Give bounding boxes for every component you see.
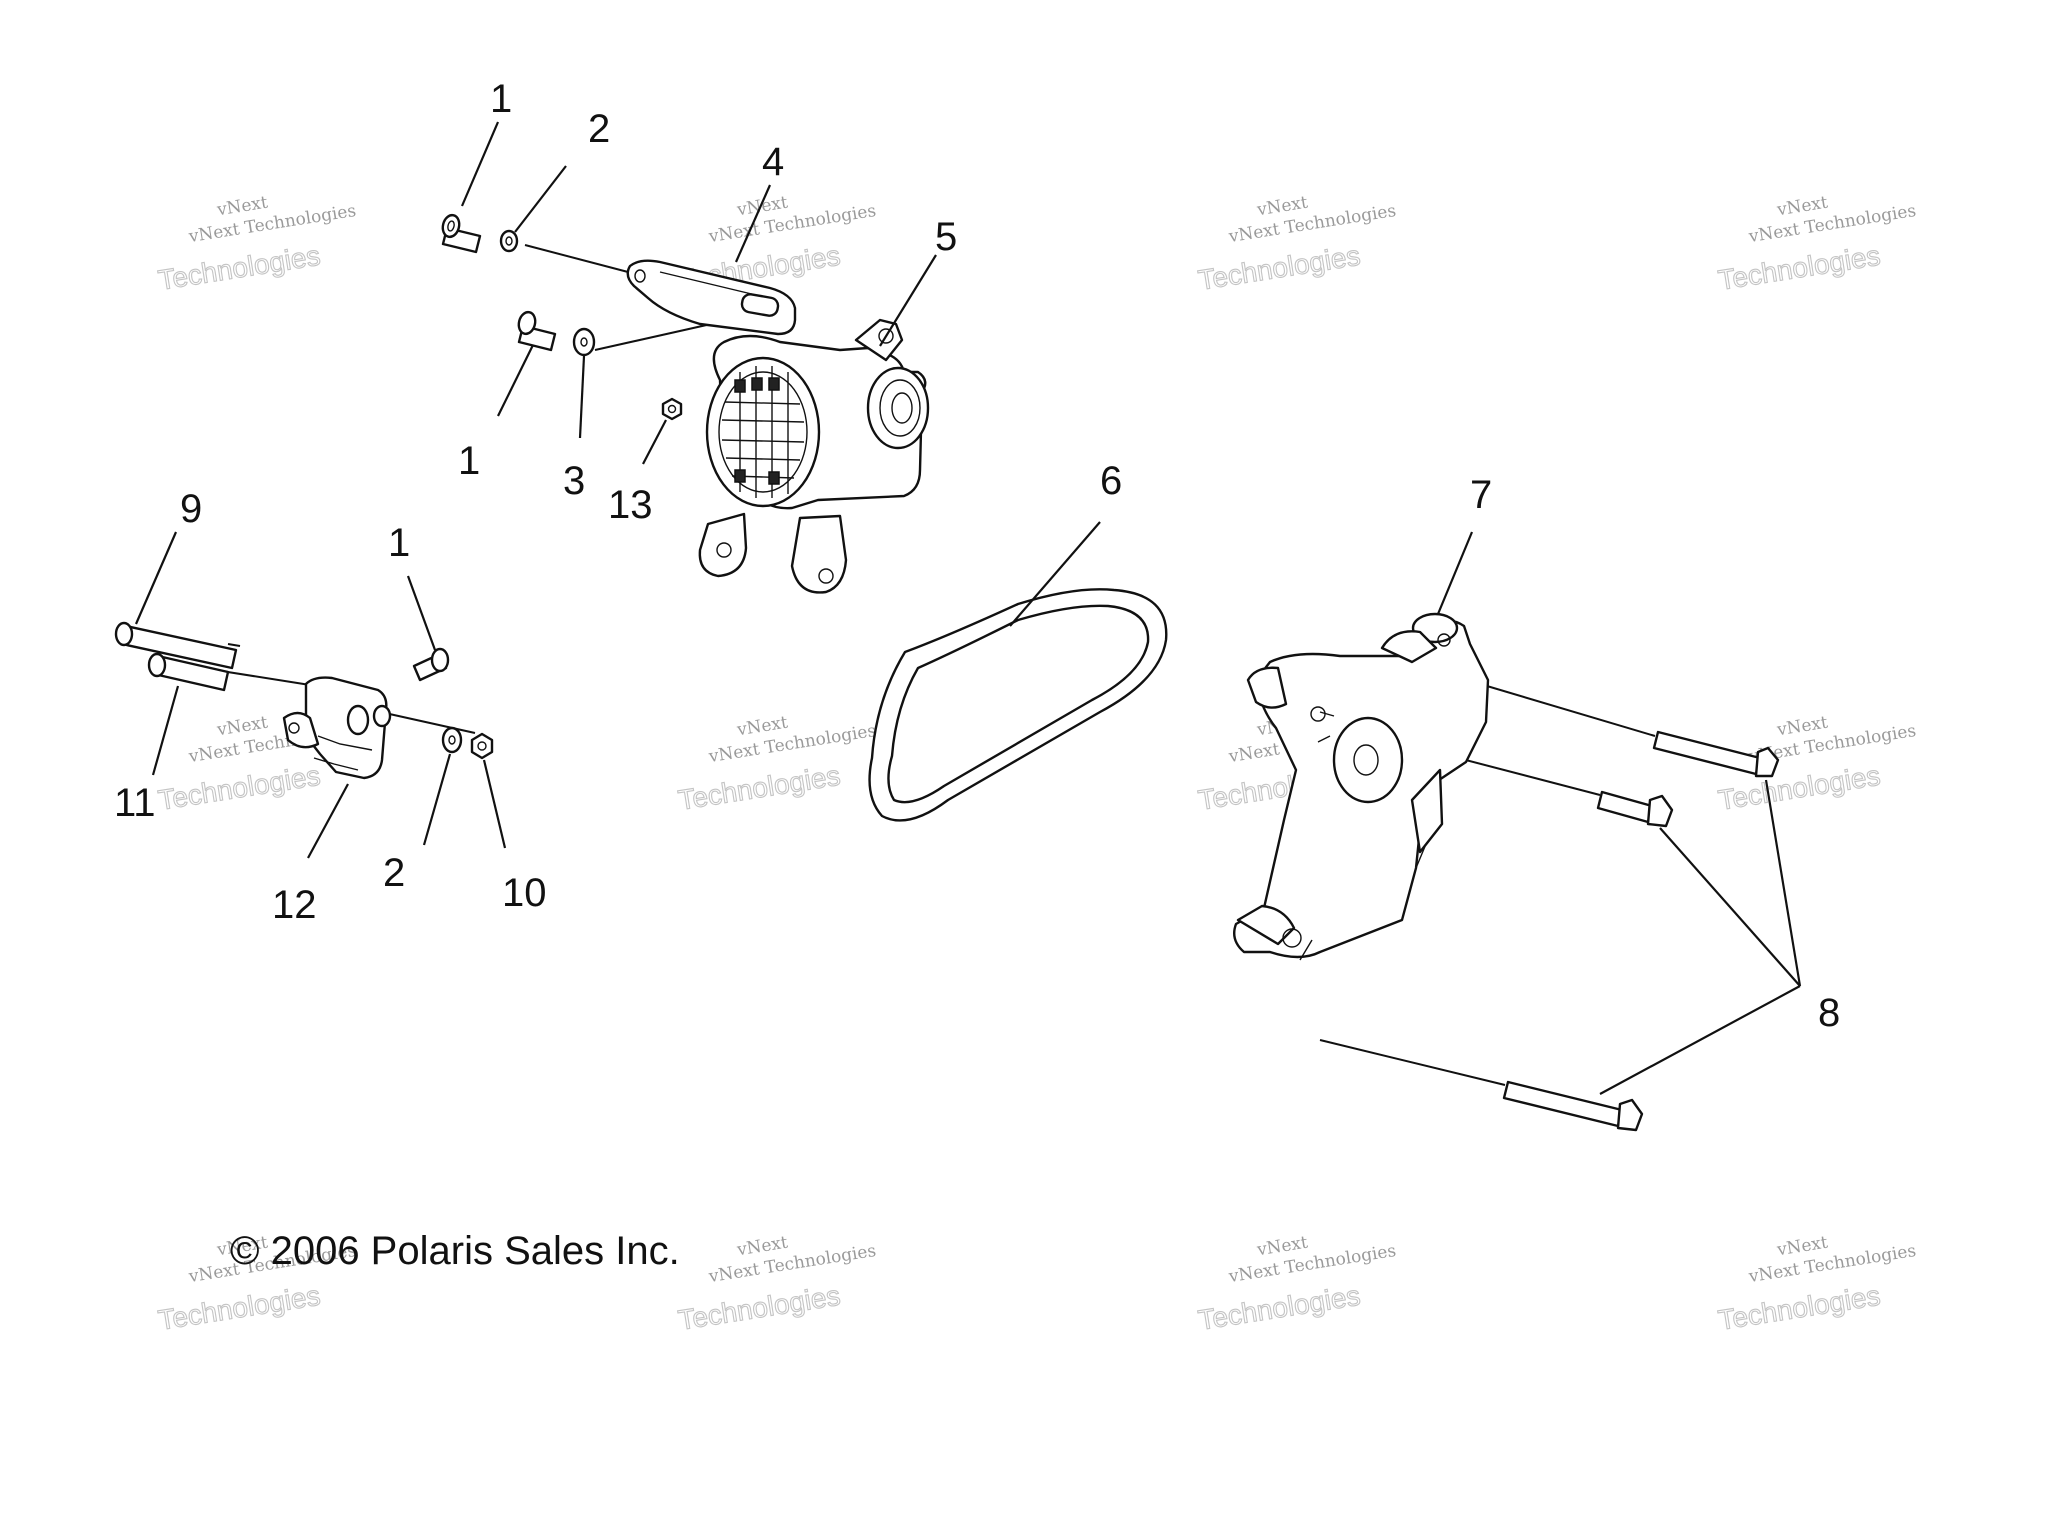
callout-4: 4 [762,140,784,184]
nut-13 [661,397,683,421]
washer-2-lower [441,726,463,754]
alternator-5 [698,318,930,594]
svg-text:vNext Technologies: vNext Technologies [707,201,878,247]
adjuster-bracket-4 [626,259,797,336]
tensioner-12 [282,676,392,780]
leader-lines [134,121,1802,1095]
svg-text:Technologies: Technologies [1716,1280,1882,1336]
watermark: Technologies [1716,1279,1883,1336]
watermark: Technologies [1716,239,1883,296]
watermark: Technologies [156,1279,323,1336]
watermark: Technologies [676,759,843,816]
svg-text:Technologies: Technologies [156,1280,322,1336]
svg-text:vNext Technologies: vNext Technologies [707,1241,878,1287]
callout-6: 6 [1100,459,1122,503]
callout-1-top: 1 [490,77,512,121]
callout-3: 3 [563,459,585,503]
watermark: Technologies [156,239,323,296]
mount-bracket-7 [1233,612,1490,961]
watermarks: vNext vNext Technologies Technologies vN… [156,193,1918,1337]
watermark: vNext vNext Technologies [1227,193,1398,248]
svg-text:vNext Technologies: vNext Technologies [187,201,358,247]
callout-9: 9 [180,487,202,531]
watermark: Technologies [156,759,323,816]
washer-3 [572,327,596,357]
watermark: Technologies [1196,1279,1363,1336]
callout-10: 10 [502,871,547,915]
bolt-11 [147,652,230,692]
callouts: 1 2 4 5 1 3 13 9 1 6 7 11 12 2 10 8 [114,77,1840,1035]
callout-2-lower: 2 [383,851,405,895]
svg-text:Technologies: Technologies [676,760,842,816]
svg-text:vNext Technologies: vNext Technologies [1227,1241,1398,1287]
watermark: vNext vNext Technologies [1227,1233,1398,1288]
washer-2-top [499,229,519,253]
watermark: vNext vNext Technologies [1747,193,1918,248]
bolt-1-tensioner [412,647,450,682]
callout-8: 8 [1818,991,1840,1035]
bolt-8-middle [1596,790,1674,828]
callout-12: 12 [272,883,317,927]
svg-text:Technologies: Technologies [1716,240,1882,296]
copyright-notice: © 2006 Polaris Sales Inc. [230,1229,680,1273]
watermark: Technologies [676,1279,843,1336]
watermark: vNext vNext Technologies [707,193,878,248]
watermark: vNext vNext Technologies [187,193,358,248]
svg-text:Technologies: Technologies [1196,1280,1362,1336]
callout-2-top: 2 [588,107,610,151]
svg-text:Technologies: Technologies [676,1280,842,1336]
svg-text:vNext Technologies: vNext Technologies [1227,201,1398,247]
svg-text:vNext Technologies: vNext Technologies [1747,1241,1918,1287]
svg-text:vNext Technologies: vNext Technologies [1747,201,1918,247]
watermark: Technologies [1196,239,1363,296]
callout-7: 7 [1470,473,1492,517]
bolt-1-middle [517,310,557,352]
watermark: vNext vNext Technologies [707,1233,878,1288]
callout-11: 11 [114,781,156,825]
callout-5: 5 [935,215,957,259]
callout-1-middle: 1 [458,439,480,483]
bolt-9 [114,621,238,670]
watermark: vNext vNext Technologies [707,713,878,768]
callout-13: 13 [608,483,653,527]
bolt-1-top [441,213,482,254]
drive-belt-6 [868,588,1168,822]
bolt-8-lower [1502,1080,1644,1132]
svg-text:Technologies: Technologies [1196,240,1362,296]
callout-1-tensioner: 1 [388,521,410,565]
svg-text:Technologies: Technologies [156,240,322,296]
watermark: vNext vNext Technologies [1747,1233,1918,1288]
nut-10 [470,732,494,760]
bolt-8-upper [1652,730,1780,778]
svg-text:Technologies: Technologies [156,760,322,816]
svg-text:vNext Technologies: vNext Technologies [707,721,878,767]
